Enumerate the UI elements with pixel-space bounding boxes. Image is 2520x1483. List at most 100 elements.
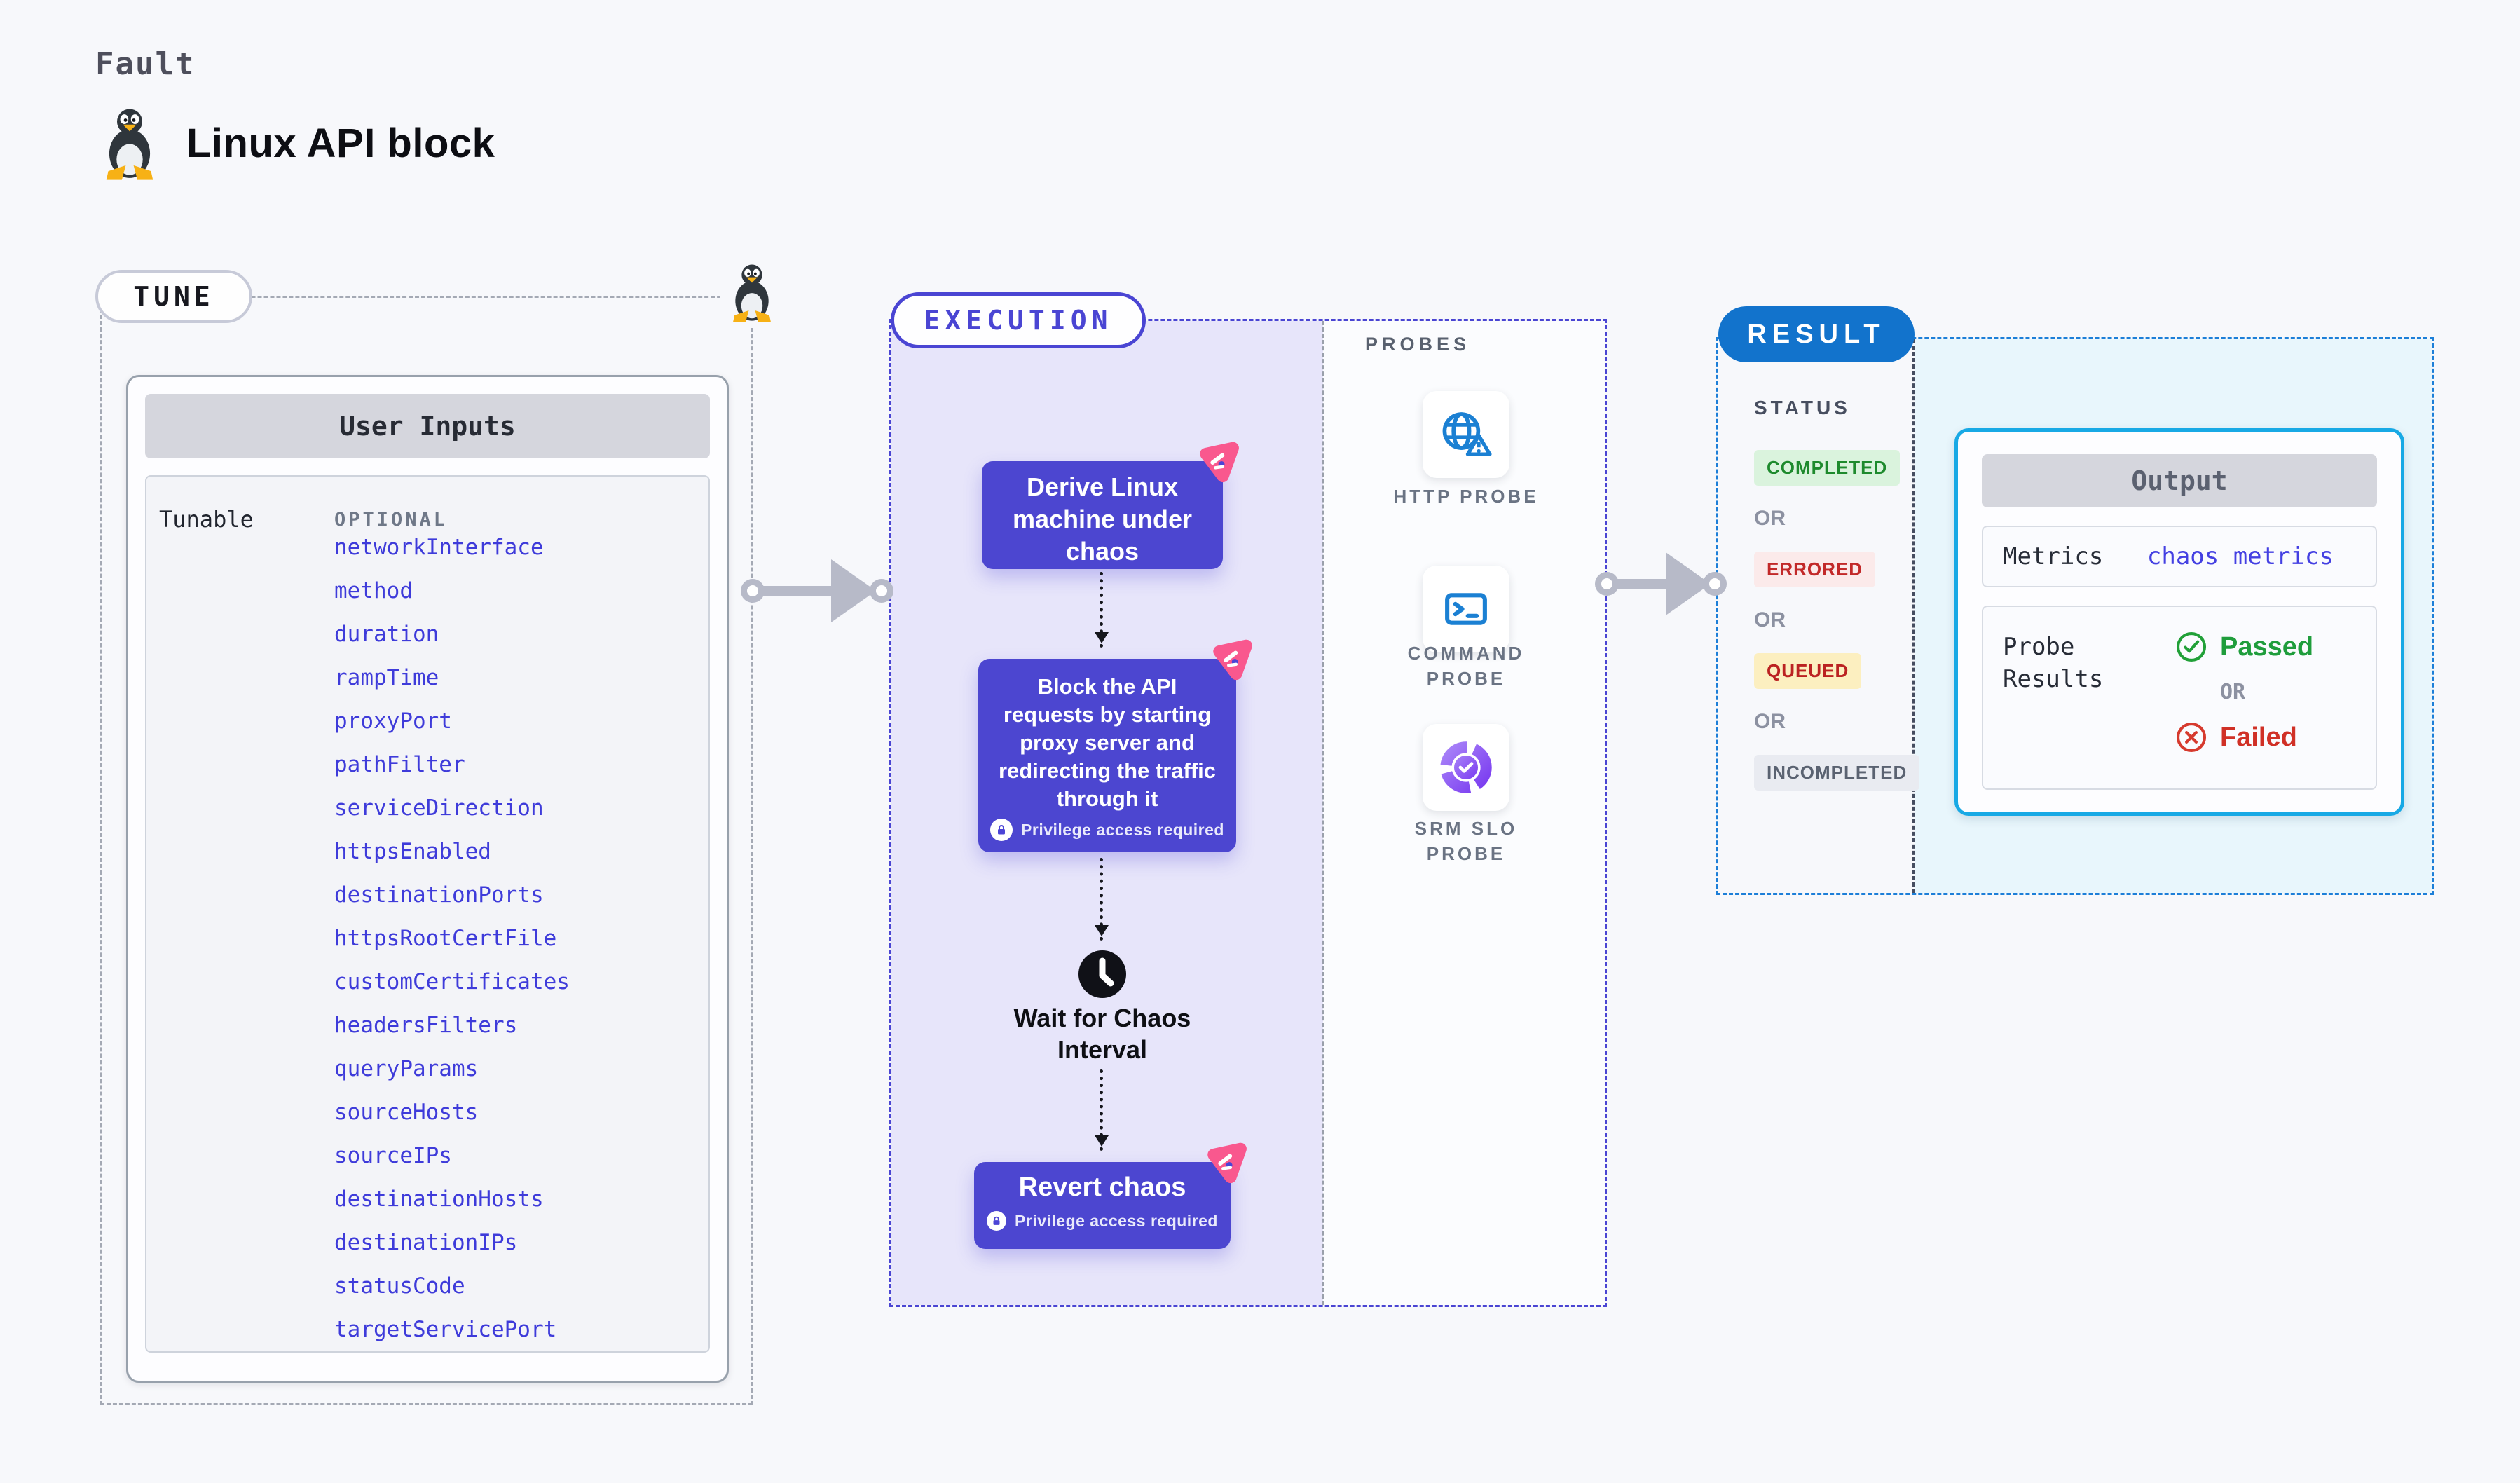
connector-end-dot	[1703, 572, 1727, 596]
result-section-box	[1716, 337, 2434, 895]
globe-alert-icon	[1442, 412, 1492, 456]
srm-slo-probe-card	[1423, 724, 1509, 811]
step-wait-label: Wait for Chaos Interval	[1013, 1004, 1191, 1064]
param-link[interactable]: statusCode	[334, 1273, 465, 1299]
metrics-value-link[interactable]: chaos metrics	[2146, 542, 2334, 570]
connector-end-dot	[870, 579, 893, 603]
status-badge-completed: COMPLETED	[1754, 450, 1901, 486]
optional-tag: OPTIONAL	[334, 509, 448, 531]
probe-results-label: Probe Results	[2003, 633, 2104, 693]
tunable-param-list: networkInterface method duration rampTim…	[334, 526, 570, 1351]
linux-penguin-corner-icon	[720, 257, 783, 328]
passed-result: Passed	[2175, 631, 2313, 663]
http-probe-card	[1423, 391, 1509, 478]
user-inputs-header: User Inputs	[145, 394, 710, 458]
param-link[interactable]: pathFilter	[334, 752, 465, 777]
command-probe-label: COMMAND PROBE	[1407, 643, 1525, 689]
step-block-label: Block the API requests by starting proxy…	[998, 674, 1217, 811]
lock-icon	[990, 819, 1013, 841]
status-heading: STATUS	[1754, 397, 1851, 418]
param-link[interactable]: method	[334, 578, 413, 603]
tune-section-box	[100, 296, 753, 1405]
chaos-flag-icon	[1207, 635, 1257, 685]
execution-section-box	[889, 319, 1607, 1307]
param-link[interactable]: proxyPort	[334, 709, 452, 734]
slo-donut-check-icon	[1440, 742, 1492, 793]
step-revert-label: Revert chaos	[1018, 1173, 1186, 1202]
fault-eyebrow: Fault	[95, 46, 196, 82]
wait-clock-icon	[1078, 950, 1126, 998]
chaos-flag-icon	[1193, 437, 1244, 488]
http-probe-label: HTTP PROBE	[1393, 486, 1539, 507]
execution-probes-divider	[1322, 321, 1324, 1305]
param-link[interactable]: networkInterface	[334, 535, 544, 560]
probe-results-list: Passed OR Failed	[2175, 631, 2313, 788]
flow-arrow-down	[1095, 572, 1109, 648]
output-card: Output Metrics chaos metrics Probe Resul…	[1954, 428, 2404, 816]
failed-result: Failed	[2175, 721, 2313, 753]
privilege-badge: Privilege access required	[989, 816, 1225, 844]
param-link[interactable]: destinationIPs	[334, 1230, 518, 1255]
status-badge-incompleted: INCOMPLETED	[1754, 755, 1920, 791]
or-label: OR	[1754, 710, 1786, 733]
flow-arrow-down	[1095, 858, 1109, 941]
srm-slo-probe-label: SRM SLO PROBE	[1414, 818, 1518, 864]
connector-line	[753, 586, 831, 596]
param-link[interactable]: queryParams	[334, 1056, 479, 1081]
check-circle-icon	[2176, 631, 2207, 662]
privilege-label: Privilege access required	[1021, 821, 1224, 839]
param-link[interactable]: httpsEnabled	[334, 839, 491, 864]
connector-line	[1607, 579, 1666, 589]
metrics-label: Metrics	[2003, 542, 2104, 570]
page-title: Linux API block	[186, 120, 495, 166]
probes-background	[1323, 321, 1605, 1305]
flow-arrow-down	[1095, 1069, 1109, 1151]
output-header: Output	[1982, 454, 2377, 507]
status-column: STATUS COMPLETED OR ERRORED OR QUEUED OR…	[1754, 397, 1920, 812]
step-derive-machine: Derive Linux machine under chaos	[982, 461, 1223, 569]
passed-label: Passed	[2220, 631, 2314, 662]
metrics-row: Metrics chaos metrics	[1982, 526, 2377, 587]
param-link[interactable]: customCertificates	[334, 969, 570, 995]
status-badge-errored: ERRORED	[1754, 552, 1876, 587]
lock-icon	[987, 1211, 1007, 1231]
result-badge: RESULT	[1718, 306, 1915, 362]
status-output-divider	[1912, 339, 1915, 893]
step-revert-chaos: Revert chaos Privilege access required	[974, 1162, 1231, 1249]
param-link[interactable]: destinationPorts	[334, 882, 544, 908]
command-probe-card	[1423, 566, 1509, 652]
param-link[interactable]: rampTime	[334, 665, 439, 690]
user-inputs-card: User Inputs Tunable OPTIONAL networkInte…	[126, 375, 729, 1383]
or-label: OR	[1754, 507, 1786, 530]
step-derive-label: Derive Linux machine under chaos	[1012, 472, 1193, 566]
terminal-icon	[1445, 593, 1487, 625]
page-title-row: Linux API block	[97, 105, 495, 181]
tunable-label: Tunable	[159, 506, 254, 533]
connector-start-dot	[741, 579, 765, 603]
param-link[interactable]: duration	[334, 622, 439, 647]
step-block-api: Block the API requests by starting proxy…	[978, 659, 1236, 852]
chaos-flag-icon	[1201, 1138, 1252, 1189]
param-link[interactable]: sourceHosts	[334, 1100, 479, 1125]
privilege-label: Privilege access required	[1015, 1212, 1218, 1230]
param-link[interactable]: targetServicePort	[334, 1317, 557, 1342]
connector-start-dot	[1595, 572, 1619, 596]
param-link[interactable]: destinationHosts	[334, 1187, 544, 1212]
param-link[interactable]: httpsRootCertFile	[334, 926, 557, 951]
connector-arrowhead	[831, 559, 876, 622]
tunable-panel: Tunable OPTIONAL networkInterface method…	[145, 475, 710, 1353]
status-badge-queued: QUEUED	[1754, 653, 1862, 689]
x-circle-icon	[2176, 722, 2207, 753]
probe-results-row: Probe Results Passed OR Failed	[1982, 606, 2377, 790]
tune-badge: TUNE	[95, 270, 252, 323]
param-link[interactable]: headersFilters	[334, 1013, 518, 1038]
or-label: OR	[1754, 608, 1786, 631]
probes-section-label: PROBES	[1365, 334, 1471, 355]
or-label: OR	[2220, 680, 2246, 704]
linux-penguin-icon	[97, 105, 163, 181]
execution-badge: EXECUTION	[891, 292, 1146, 348]
param-link[interactable]: sourceIPs	[334, 1143, 452, 1168]
privilege-badge: Privilege access required	[984, 1204, 1221, 1238]
param-link[interactable]: serviceDirection	[334, 795, 544, 821]
